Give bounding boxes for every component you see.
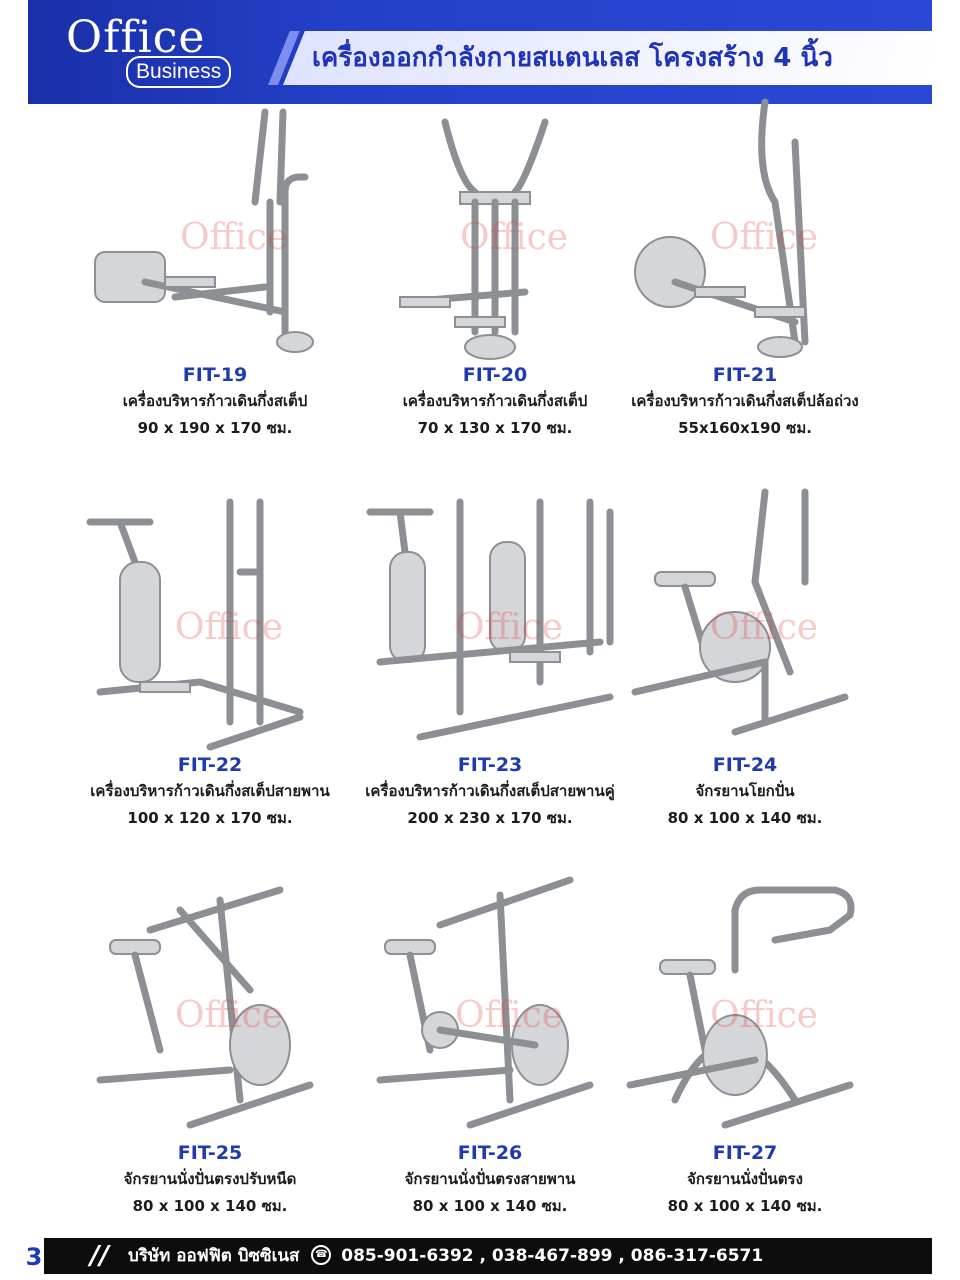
product-card: Office FIT-25 จักรยานนั่งปั่นตรงปรับหนืด…: [60, 870, 360, 1220]
product-description: จักรยานนั่งปั่นตรงปรับหนืด: [123, 1170, 297, 1188]
equipment-drawing: [366, 498, 614, 741]
contact-footer: // บริษัท ออฟฟิต บิซซิเนส ☎ 085-901-6392…: [44, 1238, 932, 1274]
equipment-image: Office: [615, 482, 875, 752]
equipment-drawing: [94, 108, 314, 353]
equipment-image: Office: [85, 92, 345, 362]
product-dimensions: 70 x 130 x 170 ซม.: [417, 419, 573, 437]
phone-icon: ☎: [311, 1245, 332, 1265]
product-dimensions: 80 x 100 x 140 ซม.: [412, 1197, 568, 1215]
footer-contact: บริษัท ออฟฟิต บิซซิเนส ☎ 085-901-6392 , …: [128, 1238, 763, 1274]
equipment-image: Office: [360, 870, 620, 1140]
company-name: บริษัท ออฟฟิต บิซซิเนส: [128, 1246, 300, 1266]
product-dimensions: 80 x 100 x 140 ซม.: [132, 1197, 288, 1215]
product-card: Office FIT-27 จักรยานนั่งปั่นตรง 80 x 10…: [595, 870, 895, 1220]
logo-sub: Business: [126, 56, 232, 88]
page-title: เครื่องออกกำลังกายสแตนเลส โครงสร้าง 4 นิ…: [312, 43, 833, 73]
product-dimensions: 80 x 100 x 140 ซม.: [667, 809, 823, 827]
product-description: เครื่องบริหารก้าวเดินกึ่งสเต็ป: [122, 392, 308, 410]
product-description: เครื่องบริหารก้าวเดินกึ่งสเต็ป: [402, 392, 588, 410]
product-code: FIT-21: [712, 364, 778, 386]
equipment-drawing: [96, 886, 314, 1129]
product-code: FIT-25: [177, 1142, 243, 1164]
office-business-logo: Office Business: [66, 12, 266, 92]
product-card: Office FIT-22 เครื่องบริหารก้าวเดินกึ่งส…: [60, 482, 360, 832]
product-code: FIT-22: [177, 754, 243, 776]
equipment-image: Office: [80, 870, 340, 1140]
equipment-image: Office: [615, 92, 875, 362]
equipment-drawing: [86, 498, 304, 751]
equipment-image: Office: [365, 92, 625, 362]
equipment-image: Office: [80, 482, 340, 752]
product-description: จักรยานนั่งปั่นตรงสายพาน: [404, 1170, 576, 1188]
equipment-image: Office: [360, 482, 620, 752]
product-code: FIT-23: [457, 754, 523, 776]
equipment-drawing: [634, 98, 809, 358]
page-header: Office Business เครื่องออกกำลังกายสแตนเล…: [28, 0, 932, 104]
page-number: 3: [25, 1243, 43, 1271]
product-dimensions: 55x160x190 ซม.: [678, 419, 812, 437]
product-description: เครื่องบริหารก้าวเดินกึ่งสเต็ปล้อถ่วง: [631, 392, 859, 410]
product-code: FIT-24: [712, 754, 778, 776]
equipment-drawing: [626, 886, 855, 1129]
product-dimensions: 100 x 120 x 170 ซม.: [127, 809, 293, 827]
product-card: Office FIT-19 เครื่องบริหารก้าวเดินกึ่งส…: [65, 92, 365, 442]
equipment-image: Office: [615, 870, 875, 1140]
phone-numbers: 085-901-6392 , 038-467-899 , 086-317-657…: [341, 1246, 764, 1266]
equipment-drawing: [399, 118, 549, 360]
product-card: Office FIT-24 จักรยานโยกปั่น 80 x 100 x …: [595, 482, 895, 832]
product-card: Office FIT-21 เครื่องบริหารก้าวเดินกึ่งส…: [595, 92, 895, 442]
equipment-drawing: [631, 488, 849, 736]
logo-word: Office: [66, 12, 206, 63]
product-description: จักรยานนั่งปั่นตรง: [687, 1170, 803, 1188]
product-code: FIT-27: [712, 1142, 778, 1164]
product-description: เครื่องบริหารก้าวเดินกึ่งสเต็ปสายพานคู่: [365, 782, 615, 800]
product-description: เครื่องบริหารก้าวเดินกึ่งสเต็ปสายพาน: [90, 782, 330, 800]
product-code: FIT-26: [457, 1142, 523, 1164]
product-code: FIT-20: [462, 364, 528, 386]
product-dimensions: 90 x 190 x 170 ซม.: [137, 419, 293, 437]
equipment-drawing: [376, 876, 594, 1129]
product-dimensions: 200 x 230 x 170 ซม.: [407, 809, 573, 827]
footer-slash: //: [90, 1241, 109, 1271]
product-code: FIT-19: [182, 364, 248, 386]
product-dimensions: 80 x 100 x 140 ซม.: [667, 1197, 823, 1215]
product-description: จักรยานโยกปั่น: [695, 782, 795, 800]
